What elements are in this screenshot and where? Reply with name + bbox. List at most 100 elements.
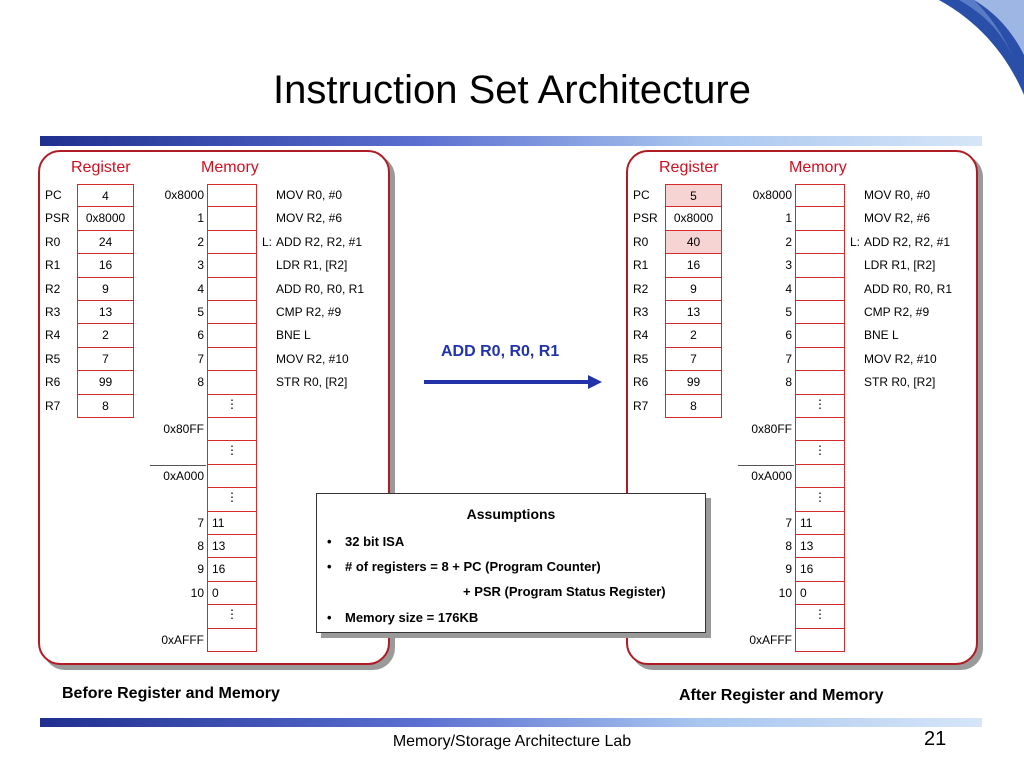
right-arrow-icon: [424, 375, 602, 389]
footer-text: Memory/Storage Architecture Lab: [392, 733, 632, 750]
assumption-text: Memory size = 176KB: [345, 610, 479, 625]
memory-header: Memory: [789, 159, 847, 176]
address-separator: [738, 464, 794, 466]
register-name: R1: [45, 258, 61, 273]
memory-cell: [207, 230, 257, 255]
bullet-icon: •: [327, 559, 332, 574]
register-name: R7: [633, 398, 649, 413]
instruction-text: STR R0, [R2]: [864, 375, 936, 390]
register-name: R4: [45, 328, 61, 343]
assumption-text: 32 bit ISA: [345, 534, 405, 549]
memory-address: 1: [197, 211, 204, 226]
assumption-item: •# of registers = 8 + PC (Program Counte…: [327, 559, 601, 574]
arrow-label: ADD R0, R0, R1: [441, 343, 560, 360]
register-name: R1: [633, 258, 649, 273]
memory-cell: 0: [207, 581, 257, 606]
register-name: R0: [633, 234, 649, 249]
register-value: 7: [77, 347, 134, 372]
memory-address: 0xAFFF: [161, 632, 204, 647]
memory-cell: 0: [795, 581, 845, 606]
register-value: 24: [77, 230, 134, 255]
register-value: 99: [665, 371, 722, 395]
ellipsis-icon: ⋮: [207, 394, 257, 418]
memory-cell: [207, 371, 257, 395]
register-value: 2: [665, 324, 722, 348]
register-name: R2: [45, 281, 61, 296]
register-name: R5: [45, 351, 61, 366]
memory-address: 1: [785, 211, 792, 226]
register-value: 9: [665, 277, 722, 301]
bottom-rule: [40, 718, 982, 727]
memory-address: 0xA000: [163, 468, 204, 483]
ellipsis-icon: ⋮: [207, 605, 257, 629]
register-value: 8: [665, 394, 722, 418]
assumption-continuation: + PSR (Program Status Register): [463, 584, 666, 599]
memory-address: 0xA000: [751, 468, 792, 483]
instruction-label: L:: [261, 234, 272, 249]
register-name: R6: [633, 375, 649, 390]
memory-cell: [207, 254, 257, 278]
register-value: 2: [77, 324, 134, 348]
memory-cell: [207, 184, 257, 208]
register-name: PC: [633, 188, 650, 202]
register-value: 8: [77, 394, 134, 418]
instruction-text: CMP R2, #9: [864, 305, 930, 319]
slide-title: Instruction Set Architecture: [272, 68, 751, 112]
memory-cell: [795, 207, 845, 231]
memory-cell: [795, 184, 845, 208]
register-name: R3: [633, 305, 649, 319]
register-name: R7: [45, 398, 61, 413]
instruction-text: STR R0, [R2]: [276, 375, 348, 390]
ellipsis-icon: ⋮: [795, 441, 845, 465]
instruction-text: LDR R1, [R2]: [276, 258, 348, 273]
memory-cell: 11: [207, 511, 257, 535]
memory-cell: [795, 628, 845, 652]
memory-address: 6: [785, 328, 792, 343]
instruction-text: MOV R2, #10: [276, 351, 349, 366]
register-value: 9: [77, 277, 134, 301]
memory-cell: 13: [795, 535, 845, 559]
instruction-text: BNE L: [276, 328, 311, 343]
register-value: 16: [665, 254, 722, 278]
instruction-text: LDR R1, [R2]: [864, 258, 936, 273]
register-name: R5: [633, 351, 649, 366]
assumption-item: •Memory size = 176KB: [327, 610, 478, 625]
memory-cell: 16: [795, 558, 845, 582]
register-value: 40: [665, 230, 722, 255]
memory-address: 8: [785, 539, 792, 553]
memory-address: 9: [785, 562, 792, 577]
memory-cell: [795, 371, 845, 395]
memory-address: 6: [197, 328, 204, 343]
address-separator: [150, 464, 206, 466]
memory-address: 8: [197, 375, 204, 390]
register-value: 7: [665, 347, 722, 372]
memory-cell: [207, 301, 257, 325]
memory-address: 0xAFFF: [749, 632, 792, 647]
memory-address: 2: [785, 234, 792, 249]
assumptions-box: Assumptions •32 bit ISA •# of registers …: [316, 493, 706, 633]
register-name: R6: [45, 375, 61, 390]
memory-cell: [795, 254, 845, 278]
instruction-text: ADD R0, R0, R1: [864, 281, 953, 296]
memory-cell: [207, 207, 257, 231]
memory-address: 4: [197, 281, 204, 296]
memory-address: 7: [785, 351, 792, 366]
memory-cell: [207, 464, 257, 489]
instruction-text: ADD R2, R2, #1: [864, 234, 951, 249]
ellipsis-icon: ⋮: [795, 394, 845, 418]
register-name: PSR: [45, 211, 70, 226]
memory-address: 9: [197, 562, 204, 577]
memory-cell: [207, 277, 257, 301]
instruction-text: BNE L: [864, 328, 899, 343]
memory-address: 7: [197, 515, 204, 530]
memory-cell: [207, 324, 257, 348]
memory-address: 8: [197, 539, 204, 553]
register-header: Register: [71, 159, 131, 176]
register-value: 4: [77, 184, 134, 208]
memory-cell: [795, 230, 845, 255]
memory-address: 10: [190, 585, 204, 600]
memory-cell: 11: [795, 511, 845, 535]
memory-cell: [795, 418, 845, 442]
